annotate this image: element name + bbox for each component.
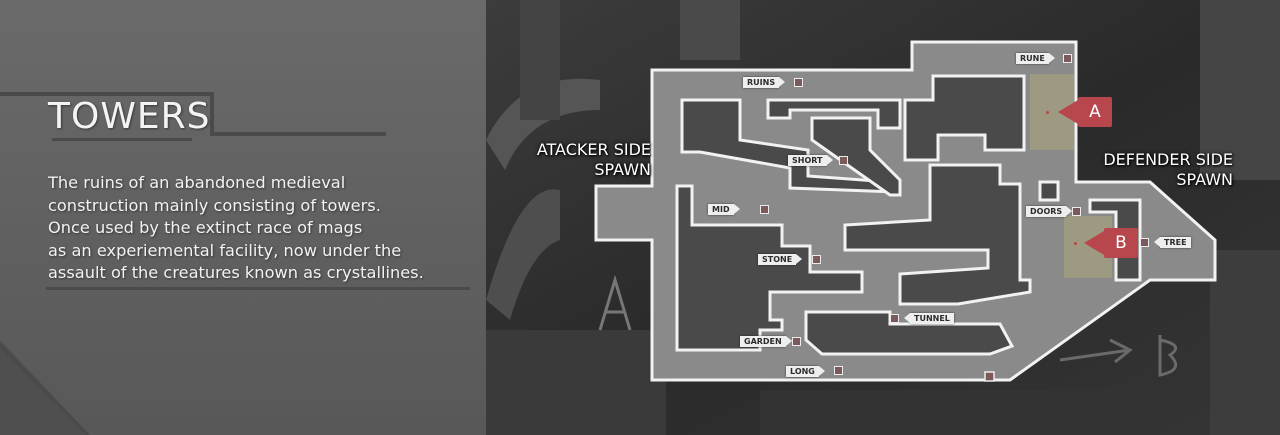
attacker-spawn-line: ATACKER SIDE [536,140,651,159]
site-a-badge[interactable]: A [1058,97,1112,127]
defender-spawn-line: DEFENDER SIDE [1103,150,1233,169]
minimap [486,0,1280,435]
marker-tree [1140,238,1149,247]
map-view [486,0,1280,435]
callout-ruins[interactable]: RUINS [743,77,786,88]
marker-doors [1072,207,1081,216]
attacker-spawn-label: ATACKER SIDE SPAWN [515,140,651,180]
callout-tunnel[interactable]: TUNNEL [904,313,954,324]
description-line: Once used by the extinct race of mags [48,218,363,237]
callout-garden[interactable]: GARDEN [740,336,792,347]
site-b-dot [1074,242,1077,245]
title-underline [52,138,192,141]
title-frame-vertical [210,92,214,134]
defender-spawn-line: SPAWN [1176,170,1233,189]
description-line: assault of the creatures known as crysta… [48,263,424,282]
wall-block [903,74,1026,162]
title-frame-top [0,92,212,96]
marker-tunnel [890,314,899,323]
map-info-panel: TOWERS The ruins of an abandoned medieva… [0,0,486,435]
callout-rune[interactable]: RUNE [1016,53,1055,64]
marker-long [834,366,843,375]
callout-doors[interactable]: DOORS [1026,206,1073,217]
title-frame-bottom [210,132,386,136]
marker-short [839,156,848,165]
wall-block [1038,180,1060,202]
map-description: The ruins of an abandoned medieval const… [48,172,478,285]
scenery-arrow-scratch [1059,338,1133,364]
description-line: construction mainly consisting of towers… [48,195,381,215]
marker-rune [1063,54,1072,63]
marker-mid [760,205,769,214]
callout-stone[interactable]: STONE [758,254,803,265]
marker-stone [812,255,821,264]
site-a-dot [1046,111,1049,114]
description-line: as an experiemental facility, now under … [48,240,402,260]
callout-mid[interactable]: MID [708,204,740,215]
callout-long[interactable]: LONG [786,366,825,377]
callout-tree[interactable]: TREE [1154,237,1191,248]
site-b-badge[interactable]: B [1084,228,1138,258]
map-title: TOWERS [48,96,211,137]
wall-block [1088,198,1142,282]
defender-spawn-label: DEFENDER SIDE SPAWN [1088,150,1233,190]
panel-corner-decoration [0,340,90,435]
callout-short[interactable]: SHORT [788,155,832,166]
interior-walls [675,74,1142,356]
marker-garden [792,337,801,346]
attacker-spawn-line: SPAWN [594,160,651,179]
description-underline [46,287,470,290]
wall-block [766,98,902,130]
scenery-a-scratch [598,274,632,331]
description-line: The ruins of an abandoned medieval [48,173,346,192]
scenery-b-scratch [1158,335,1178,377]
wall-block [810,116,902,197]
wall-block [843,163,1032,306]
marker-ruins [794,78,803,87]
corner-marker [984,371,995,382]
